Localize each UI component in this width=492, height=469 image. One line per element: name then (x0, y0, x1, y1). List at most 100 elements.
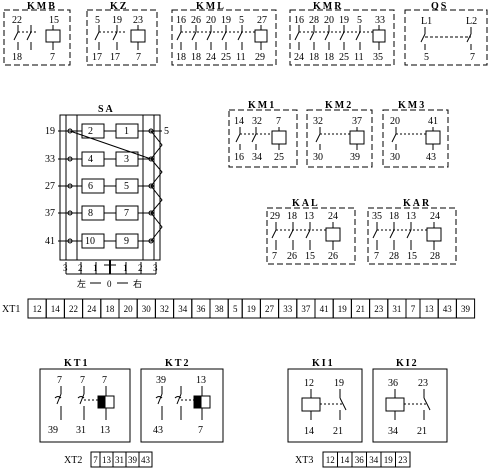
pin-label: 41 (45, 236, 55, 247)
pin-label: 32 (252, 116, 262, 127)
relay-kt2-title: KT2 (165, 358, 190, 369)
terminal-number: 19 (338, 304, 348, 314)
pin-label: 13 (196, 375, 206, 386)
terminal-number: 19 (247, 304, 257, 314)
terminal-number: 12 (326, 455, 335, 465)
pin-label: 29 (255, 52, 265, 63)
pin-label: L1 (421, 16, 432, 27)
pin-label: 36 (388, 378, 398, 389)
pin-label: 28 (309, 15, 319, 26)
pin-label: 15 (305, 251, 315, 262)
terminal-number: 27 (265, 304, 275, 314)
terminal-number: 41 (320, 304, 329, 314)
pin-label: 13 (304, 211, 314, 222)
terminal-number: 14 (51, 304, 61, 314)
pin-label: 20 (390, 116, 400, 127)
terminal-number: 18 (105, 304, 115, 314)
terminal-number: 37 (301, 304, 311, 314)
pin-label: 17 (92, 52, 102, 63)
pin-label: 16 (294, 15, 304, 26)
terminal-number: 19 (384, 455, 394, 465)
terminal-number: 13 (425, 304, 435, 314)
relay-km1: KM1 14 32 7 16 34 25 (228, 100, 298, 168)
terminal-number: 36 (355, 455, 365, 465)
terminal-number: 36 (196, 304, 206, 314)
relay-km3-title: KM3 (398, 100, 426, 111)
pin-label: 39 (156, 375, 166, 386)
pin-label: 41 (428, 116, 438, 127)
pin-label: 5 (239, 15, 244, 26)
relay-kal-title: KAL (292, 198, 320, 209)
pin-label: 35 (373, 52, 383, 63)
relay-km3: KM3 20 41 30 43 (382, 100, 449, 168)
relay-kz: KZ 5 19 23 17 17 7 (86, 1, 158, 66)
xt3-label: XT3 (295, 455, 313, 466)
pin-label: 43 (426, 152, 436, 163)
terminal-number: 39 (461, 304, 471, 314)
relay-ki2-title: KI2 (396, 358, 419, 369)
terminal-number: 31 (115, 455, 124, 465)
pin-label: 18 (389, 211, 399, 222)
pin-label: 29 (270, 211, 280, 222)
pin-label: 11 (354, 52, 364, 63)
pin-label: 22 (12, 15, 22, 26)
relay-kmr: KMR 16 28 20 19 5 33 24 18 18 25 11 35 (289, 1, 395, 66)
relay-kml-title: KML (196, 1, 226, 12)
pin-label: 13 (406, 211, 416, 222)
pin-label: 11 (236, 52, 246, 63)
terminal-number: 43 (443, 304, 453, 314)
pin-label: L2 (466, 16, 477, 27)
contact-label: 10 (85, 236, 95, 247)
pin-label: 5 (95, 15, 100, 26)
pin-label: 15 (407, 251, 417, 262)
contact-label: 7 (124, 208, 129, 219)
relay-kz-title: KZ (110, 1, 128, 12)
sa-row: 4 3 33 (45, 151, 154, 167)
pin-label: 20 (324, 15, 334, 26)
contact-label: 8 (88, 208, 93, 219)
sa-row: 6 5 27 (45, 178, 154, 194)
pin-label: 43 (153, 425, 163, 436)
pin-label: 23 (418, 378, 428, 389)
pin-label: 7 (198, 425, 203, 436)
pin-label: 21 (333, 426, 343, 437)
terminal-number: 31 (392, 304, 401, 314)
position-left-label: 左 (77, 278, 86, 289)
switch-qs: QS L1 L2 5 7 (404, 1, 488, 66)
pin-label: 7 (50, 52, 55, 63)
pin-label: 18 (176, 52, 186, 63)
pin-label: 13 (100, 425, 110, 436)
pin-label: 37 (45, 208, 55, 219)
xt1-label: XT1 (2, 304, 20, 315)
relay-kar: KAR 35 18 13 24 7 28 15 28 (367, 198, 457, 265)
pin-label: 28 (430, 251, 440, 262)
relay-km1-title: KM1 (248, 100, 276, 111)
pin-label: 30 (390, 152, 400, 163)
pin-label: 7 (136, 52, 141, 63)
relay-ki1: KI1 12 19 14 21 (287, 358, 363, 443)
pin-label: 32 (313, 116, 323, 127)
contact-label: 9 (124, 236, 129, 247)
pin-label: 7 (374, 251, 379, 262)
sa-row: 2 1 19 5 (45, 123, 169, 139)
pin-label: 7 (470, 52, 475, 63)
pin-label: 20 (206, 15, 216, 26)
selector-switch-sa: SA 2 1 19 5 4 3 33 6 (45, 104, 169, 289)
terminal-number: 33 (283, 304, 293, 314)
pin-label: 18 (287, 211, 297, 222)
relay-km2: KM2 32 37 30 39 (306, 100, 373, 168)
pin-label: 39 (350, 152, 360, 163)
terminal-number: 43 (141, 455, 151, 465)
terminal-number: 7 (93, 455, 98, 465)
terminal-number: 12 (33, 304, 42, 314)
contact-label: 6 (88, 181, 93, 192)
pin-label: 7 (276, 116, 281, 127)
xt2-label: XT2 (64, 455, 82, 466)
pin-label: 21 (417, 426, 427, 437)
terminal-cell (455, 298, 476, 319)
